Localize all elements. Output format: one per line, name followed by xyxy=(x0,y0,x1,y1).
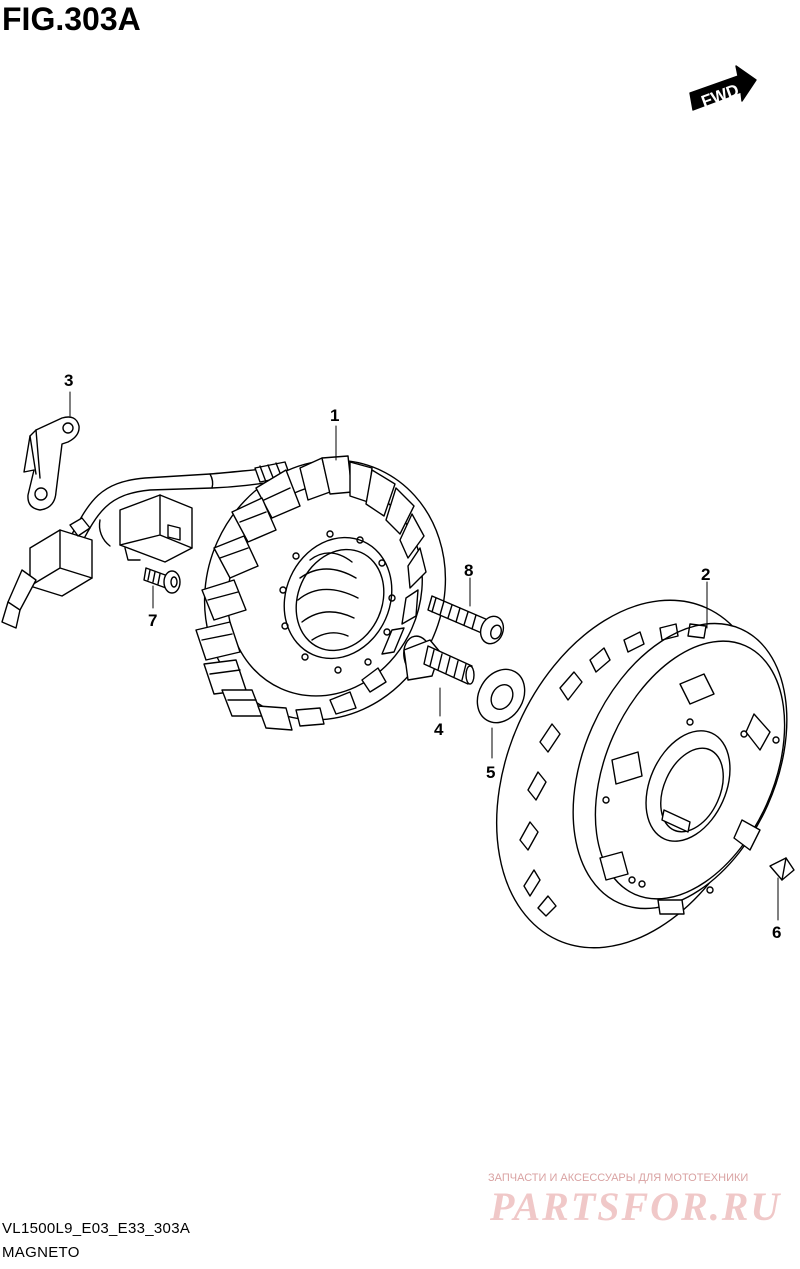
part-3-wire-harness xyxy=(1,461,291,629)
part-8-bolt xyxy=(427,595,505,645)
part-7-screw xyxy=(143,567,181,594)
forward-label: FWD xyxy=(699,80,742,111)
callout-3: 3 xyxy=(64,371,73,390)
callout-6: 6 xyxy=(772,923,781,942)
part-5-washer xyxy=(476,668,526,724)
leader-lines xyxy=(69,391,779,921)
watermark-tagline: ЗАПЧАСТИ И АКСЕССУАРЫ ДЛЯ МОТОТЕХНИКИ xyxy=(488,1172,749,1184)
part-4-stud-bolt xyxy=(403,635,475,685)
part-2-rotor xyxy=(495,599,788,949)
watermark-logo: PARTSFOR.RU xyxy=(490,1184,782,1229)
figure-code: VL1500L9_E03_E33_303A xyxy=(2,1220,191,1237)
callout-4: 4 xyxy=(434,720,444,739)
part-3-bracket xyxy=(23,416,80,511)
forward-arrow-icon xyxy=(689,65,757,111)
figure-name: MAGNETO xyxy=(2,1244,80,1261)
callout-2: 2 xyxy=(701,565,710,584)
part-6-key xyxy=(769,857,795,881)
callout-5: 5 xyxy=(486,763,495,782)
part-1-stator xyxy=(195,455,447,731)
figure-title: FIG.303A xyxy=(2,1,141,37)
callout-7: 7 xyxy=(148,611,157,630)
callout-8: 8 xyxy=(464,561,473,580)
callout-1: 1 xyxy=(330,406,339,425)
